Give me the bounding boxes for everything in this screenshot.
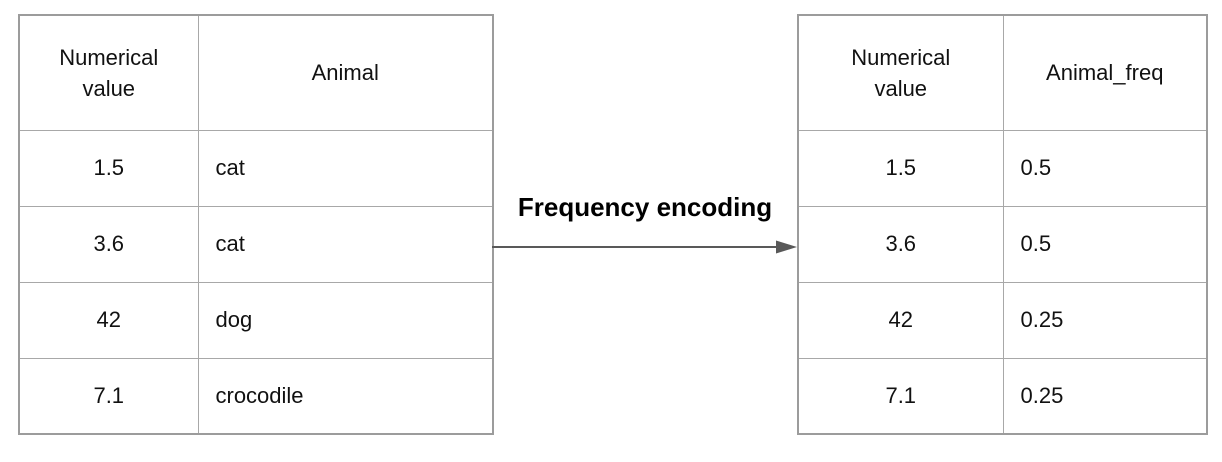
- table-row: 3.6 0.5: [797, 205, 1208, 283]
- header-cell-numerical-value: Numerical value: [797, 14, 1004, 131]
- table-row: 3.6 cat: [18, 205, 494, 283]
- animal-freq-cell: 0.5: [1002, 205, 1208, 283]
- numerical-value-cell: 3.6: [797, 205, 1004, 283]
- animal-freq-cell: 0.25: [1002, 281, 1208, 359]
- table-row: 1.5 0.5: [797, 129, 1208, 207]
- header-cell-animal-freq: Animal_freq: [1002, 14, 1208, 131]
- right-arrow-icon: [492, 240, 797, 254]
- numerical-value-cell: 42: [797, 281, 1004, 359]
- table-row: 1.5 cat: [18, 129, 494, 207]
- animal-cell: crocodile: [197, 357, 494, 435]
- original-data-table: Numerical value Animal 1.5 cat 3.6 cat 4…: [18, 14, 494, 435]
- animal-freq-cell: 0.25: [1002, 357, 1208, 435]
- table-row: 7.1 crocodile: [18, 357, 494, 435]
- encoded-data-table: Numerical value Animal_freq 1.5 0.5 3.6 …: [797, 14, 1208, 435]
- animal-freq-cell: 0.5: [1002, 129, 1208, 207]
- numerical-value-cell: 3.6: [18, 205, 199, 283]
- header-row: Numerical value Animal: [18, 14, 494, 131]
- animal-cell: dog: [197, 281, 494, 359]
- table-row: 42 0.25: [797, 281, 1208, 359]
- numerical-value-cell: 1.5: [18, 129, 199, 207]
- numerical-value-cell: 7.1: [797, 357, 1004, 435]
- numerical-value-cell: 42: [18, 281, 199, 359]
- table-row: 42 dog: [18, 281, 494, 359]
- header-row: Numerical value Animal_freq: [797, 14, 1208, 131]
- header-cell-numerical-value: Numerical value: [18, 14, 199, 131]
- numerical-value-cell: 7.1: [18, 357, 199, 435]
- header-cell-animal: Animal: [197, 14, 494, 131]
- transform-connector: Frequency encoding: [492, 192, 798, 256]
- numerical-value-cell: 1.5: [797, 129, 1004, 207]
- animal-cell: cat: [197, 129, 494, 207]
- animal-cell: cat: [197, 205, 494, 283]
- arrow-label: Frequency encoding: [517, 192, 773, 222]
- table-row: 7.1 0.25: [797, 357, 1208, 435]
